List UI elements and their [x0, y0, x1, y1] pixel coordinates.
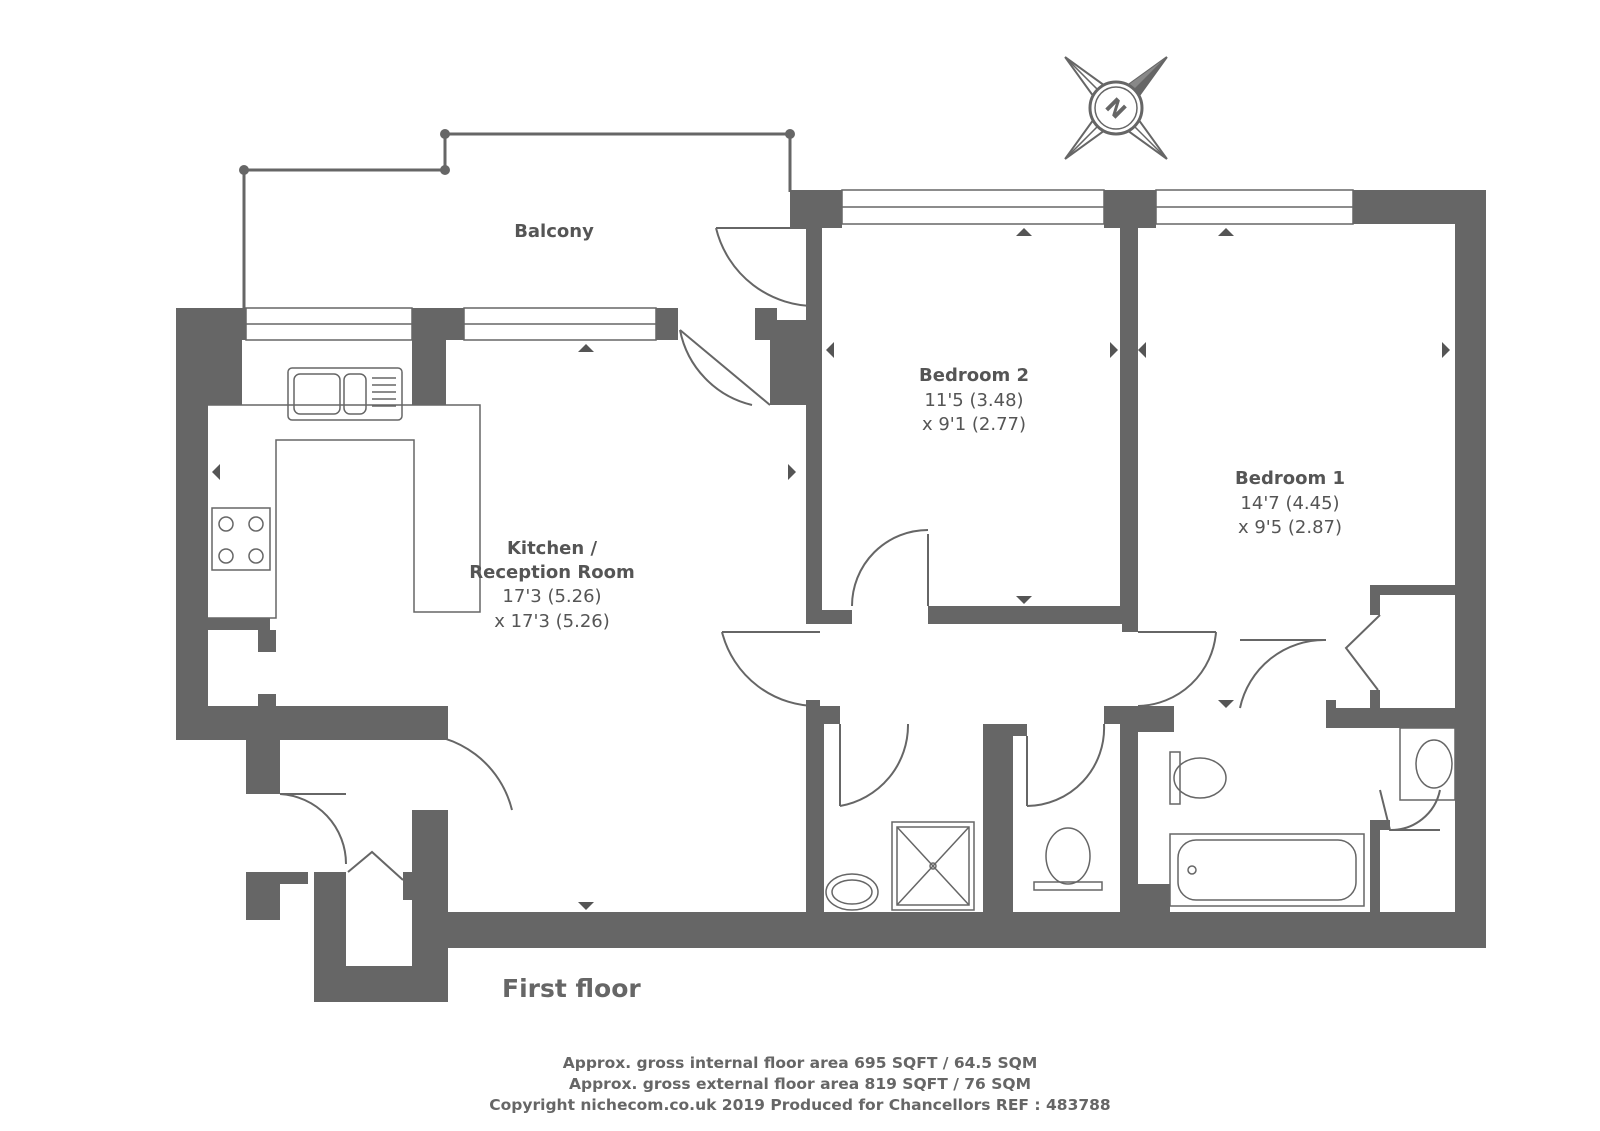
walls [176, 190, 1486, 1002]
kitchen-name-line2: Reception Room [469, 562, 634, 583]
shower-icon [891, 821, 975, 911]
hob-icon [211, 507, 271, 571]
bedroom2-name: Bedroom 2 [919, 365, 1029, 386]
basin-icon [1399, 727, 1456, 801]
windows [245, 189, 1354, 341]
kitchen-name-line1: Kitchen / [507, 538, 597, 559]
bedroom2-dim-line1: 11'5 (3.48) [924, 390, 1023, 411]
dimension-arrows [212, 228, 1450, 910]
sink-icon [287, 367, 403, 421]
balcony-railing [239, 129, 795, 308]
kitchen-dim-line2: x 17'3 (5.26) [494, 611, 610, 632]
kitchen-units [208, 367, 481, 619]
footer-copyright: Copyright nichecom.co.uk 2019 Produced f… [489, 1096, 1110, 1114]
bedroom1-dim-line2: x 9'5 (2.87) [1238, 517, 1342, 538]
bedroom2-dim-line2: x 9'1 (2.77) [922, 414, 1026, 435]
balcony-label: Balcony [514, 221, 594, 242]
basin-icon [825, 873, 879, 911]
compass-rose-icon [1064, 56, 1168, 160]
toilet-icon [1169, 751, 1227, 805]
bedroom1-dim-line1: 14'7 (4.45) [1240, 493, 1339, 514]
footer-internal-area: Approx. gross internal floor area 695 SQ… [563, 1054, 1038, 1072]
kitchen-dim-line1: 17'3 (5.26) [502, 586, 601, 607]
bedroom1-name: Bedroom 1 [1235, 468, 1345, 489]
floor-label: First floor [502, 974, 641, 1003]
footer-external-area: Approx. gross external floor area 819 SQ… [569, 1075, 1031, 1093]
toilet-icon [1033, 827, 1103, 891]
bath-icon [1169, 833, 1365, 907]
bathroom-fixtures [825, 727, 1456, 911]
doors [279, 227, 1441, 881]
